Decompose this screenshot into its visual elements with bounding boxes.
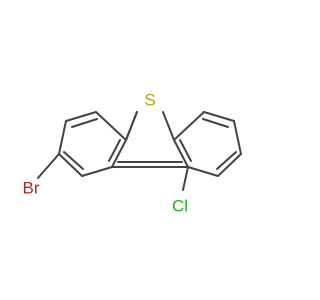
bond-double (216, 151, 237, 170)
bond (58, 120, 67, 155)
bond (95, 111, 127, 141)
bond-lines (37, 111, 242, 191)
bond-double (63, 151, 84, 170)
bond (187, 166, 219, 177)
molecule-canvas: S Br Cl (23, 91, 242, 216)
molecule-structure: S Br Cl (23, 91, 242, 216)
bond-double (108, 139, 121, 162)
bond (162, 111, 175, 141)
bond-double (71, 118, 98, 128)
bond (65, 111, 97, 122)
bond-to-chlorine (182, 166, 189, 191)
chlorine-atom-label: Cl (172, 197, 188, 216)
bond-double (179, 139, 192, 162)
bond (58, 153, 83, 177)
bond (203, 111, 235, 122)
bond (111, 139, 127, 168)
sulfur-atom-label: S (144, 91, 155, 110)
bond (173, 111, 205, 141)
bond (125, 111, 138, 141)
bond-to-bromine (37, 153, 60, 179)
bond (173, 139, 189, 168)
bond (81, 166, 113, 177)
bond-double (202, 118, 229, 128)
bond (233, 120, 242, 155)
atom-labels: S Br Cl (23, 91, 189, 216)
bromine-atom-label: Br (23, 179, 40, 198)
bond (217, 153, 242, 177)
